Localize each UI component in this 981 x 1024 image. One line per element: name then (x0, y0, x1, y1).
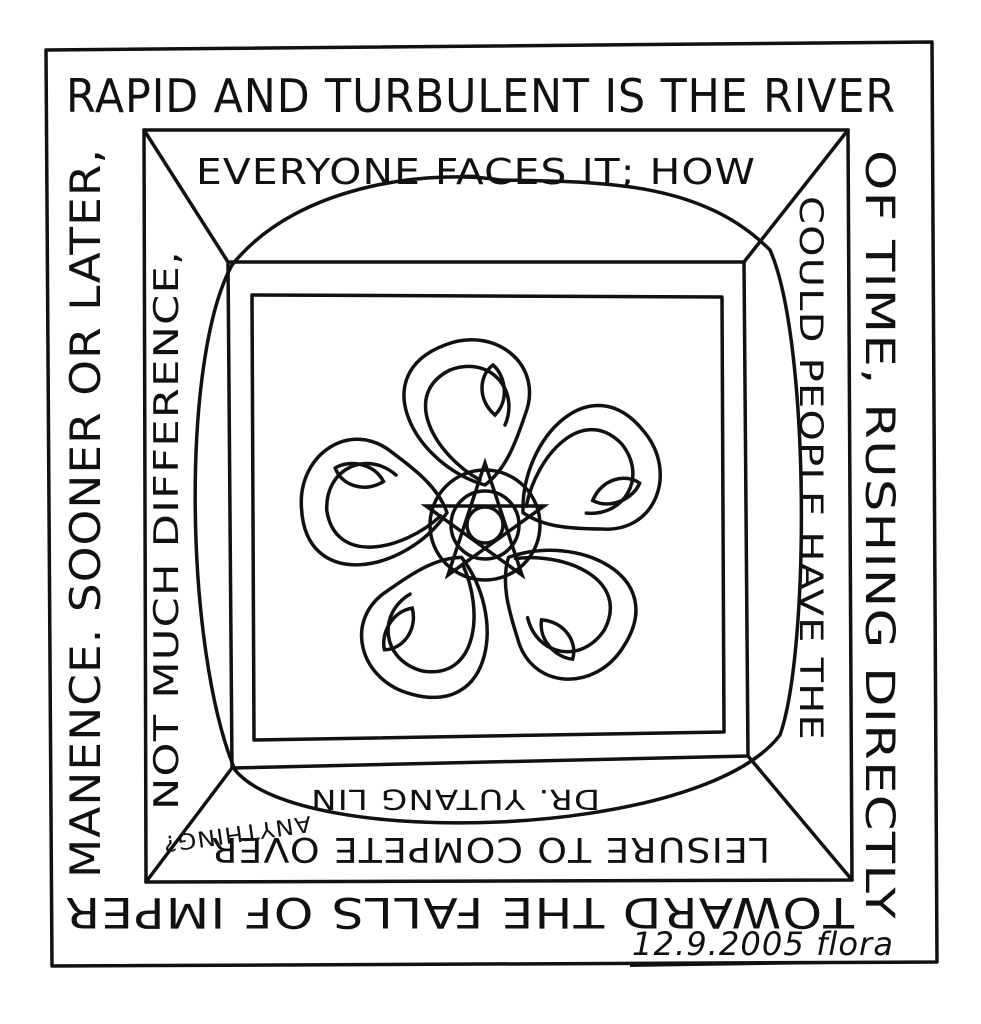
outer-border (44, 40, 939, 968)
diagonal-bottom-right (746, 754, 854, 882)
diagonal-top-left (142, 128, 230, 264)
outer-top-text: RAPID AND TURBULENT IS THE RIVER (66, 69, 896, 123)
inner-bottom-text: LEISURE TO COMPETE OVER (210, 829, 770, 869)
rounded-square (193, 175, 804, 825)
inner-left-text: NOT MUCH DIFFERENCE, (147, 250, 187, 810)
signature-date: 12.9.2005 flora (632, 925, 894, 963)
outer-left-text: MANENCE. SOONER OR LATER, (61, 148, 110, 878)
outer-bottom-text: TOWARD THE FALLS OF IMPER (64, 888, 855, 937)
inner-right-text: COULD PEOPLE HAVE THE (792, 196, 830, 741)
flower-mandala-icon (282, 338, 677, 725)
outer-right-text: OF TIME, RUSHING DIRECTLY (856, 150, 902, 920)
author-text: DR. YUTANG LIN (310, 783, 600, 816)
inner-top-text: EVERYONE FACES IT; HOW (196, 152, 756, 193)
square-frame-inner (250, 293, 726, 742)
square-frame-outer (226, 260, 750, 770)
signature-underline (629, 961, 901, 967)
diagonal-bottom-left (144, 766, 234, 884)
